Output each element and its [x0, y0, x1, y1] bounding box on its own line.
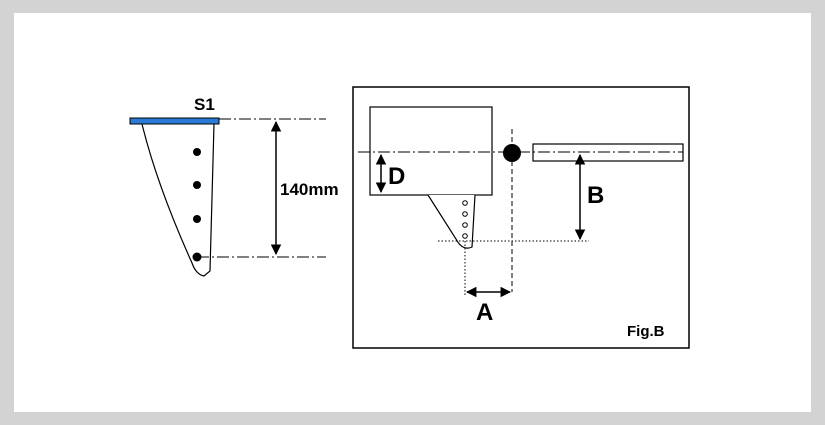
- bracket-hole: [193, 215, 201, 223]
- bracket-hole: [193, 148, 201, 156]
- fig-b-frame: [352, 86, 690, 349]
- bracket-hole: [193, 181, 201, 189]
- label-d: D: [388, 163, 405, 190]
- hinge-hole: [462, 200, 468, 206]
- bracket-outline: [141, 123, 215, 277]
- hinge-hole: [462, 222, 468, 228]
- hinge-hole: [462, 211, 468, 217]
- figure-caption: Fig.B: [627, 323, 665, 340]
- diagram-panel: S1 140mm: [14, 13, 811, 412]
- label-b: B: [587, 182, 604, 209]
- part-label-s1: S1: [194, 95, 215, 114]
- diagram-canvas: S1 140mm: [129, 86, 690, 349]
- fig-b: D B A Fig.B: [352, 86, 690, 349]
- hinge-hole: [462, 233, 468, 239]
- hinge-bracket: [427, 194, 476, 249]
- cabinet-box: [369, 106, 493, 196]
- dimension-label-140mm: 140mm: [280, 180, 339, 199]
- mounting-plate: [129, 117, 220, 125]
- left-figure: S1 140mm: [129, 95, 339, 277]
- label-a: A: [476, 299, 493, 326]
